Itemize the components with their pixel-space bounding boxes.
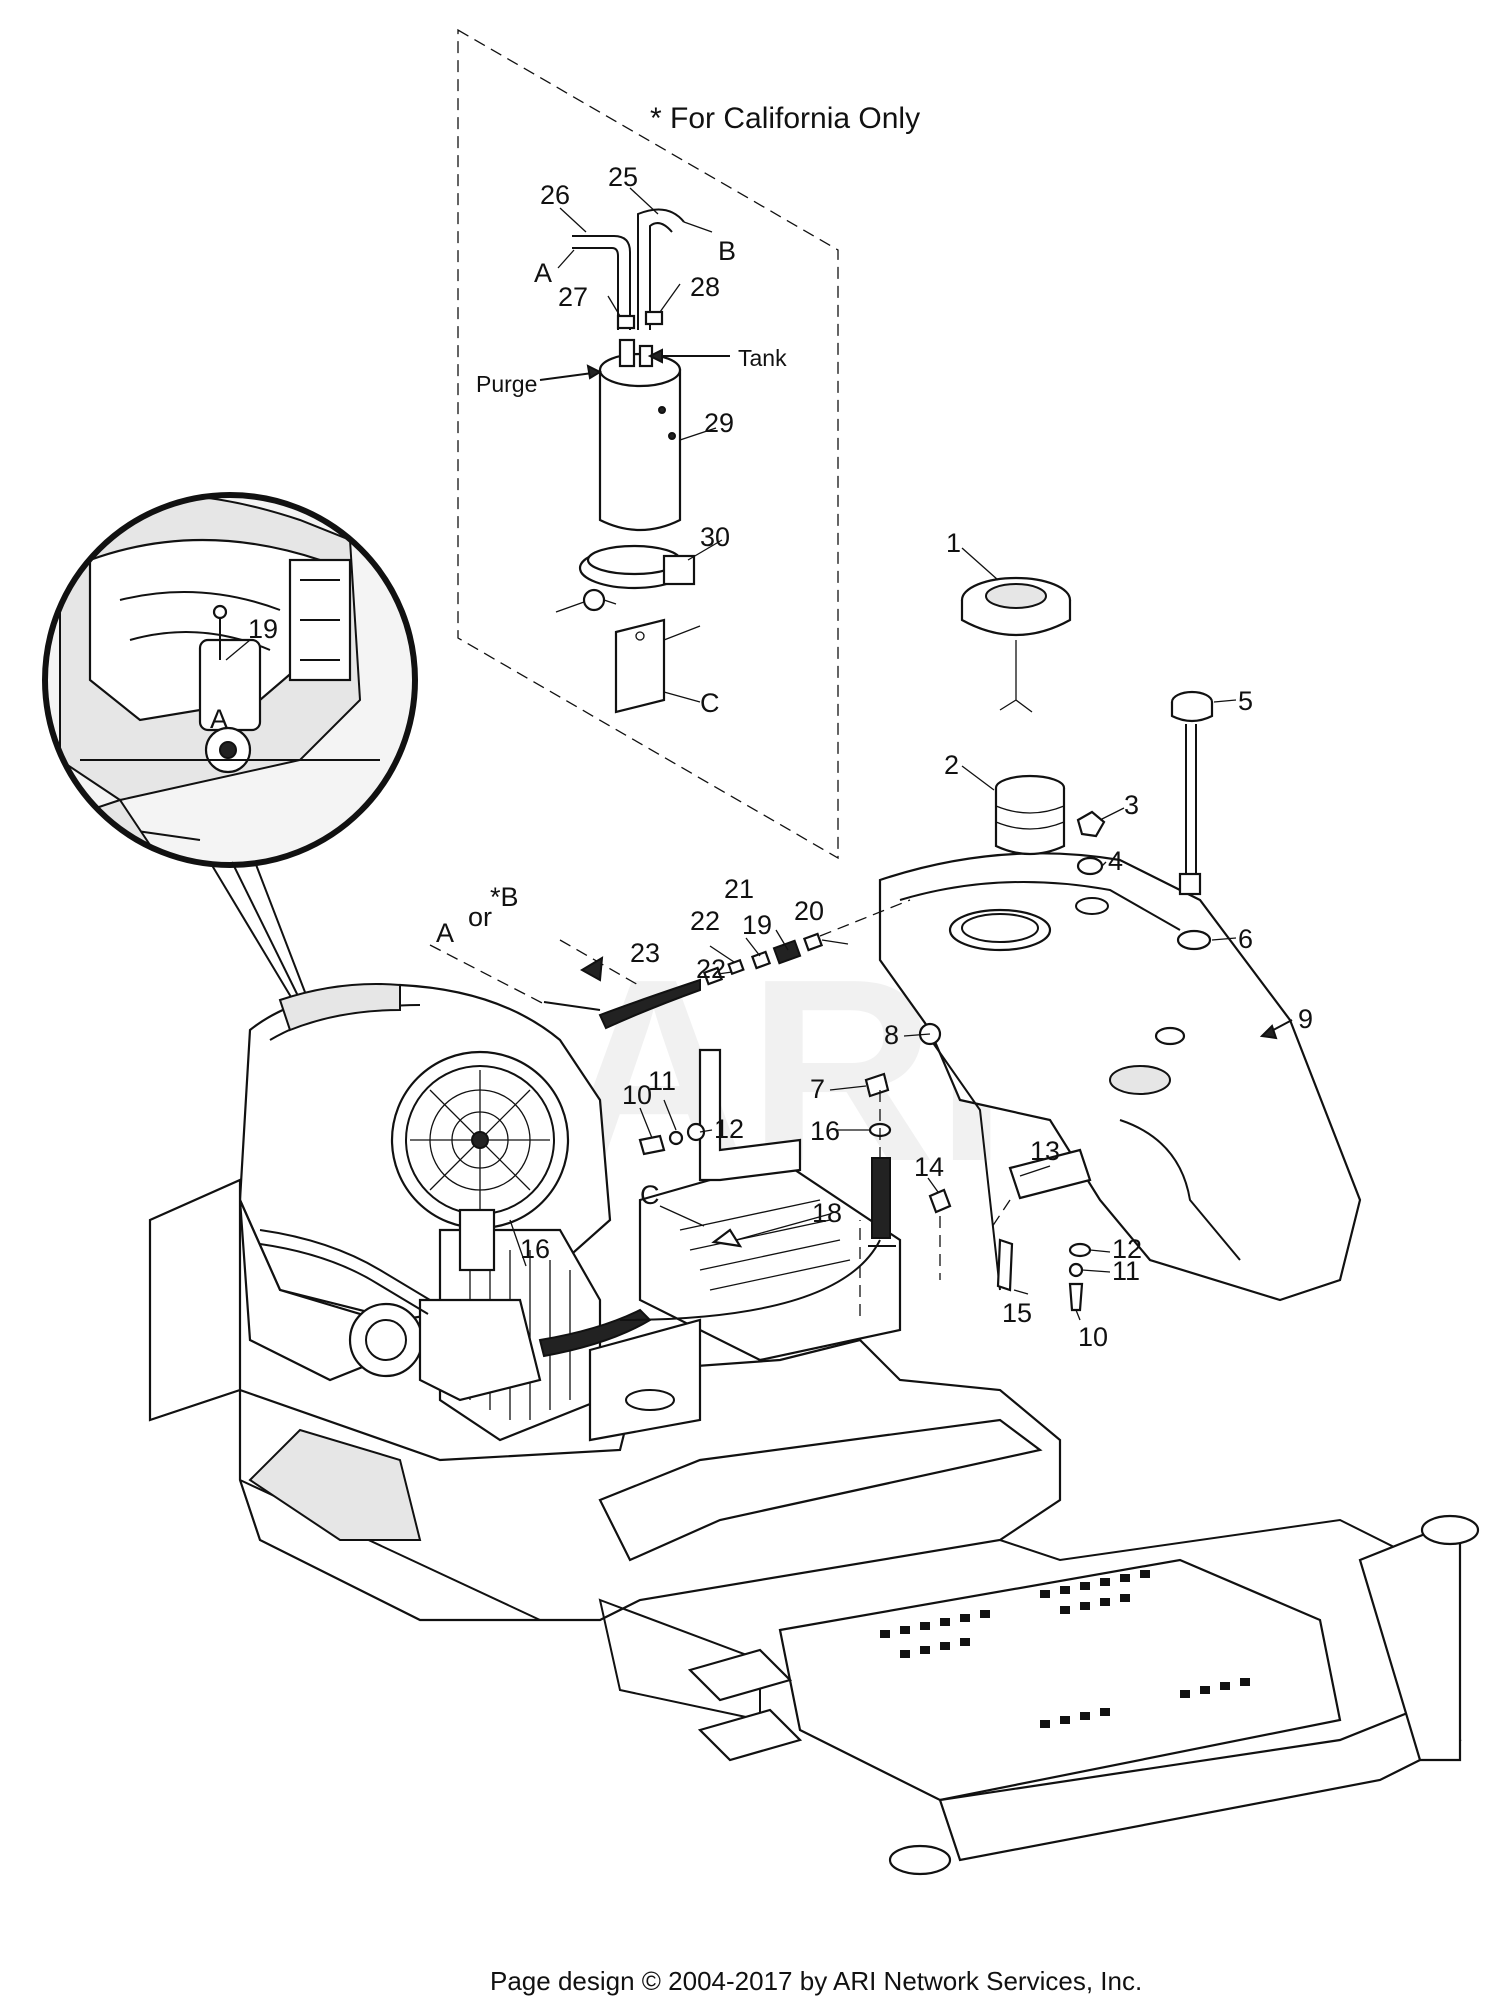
letter-a-inset: A: [534, 258, 552, 288]
filler-neck-2: [994, 774, 1066, 856]
copyright-footer: Page design © 2004-2017 by ARI Network S…: [490, 1966, 1142, 1996]
foot-pedal-right: [697, 1708, 803, 1762]
hose-25: [572, 235, 631, 330]
callout-24: 25: [608, 162, 638, 192]
line-8: [923, 1029, 1001, 1291]
callout-13: 13: [1030, 1136, 1060, 1166]
washer-12-right: [1068, 1242, 1092, 1258]
callout-11-right: 11: [1112, 1256, 1140, 1286]
bracket-29: [614, 618, 666, 714]
callout-1: 1: [946, 528, 961, 558]
callout-5: 5: [1238, 686, 1253, 716]
callout-11-left: 11: [648, 1066, 676, 1096]
letter-b-inset: B: [718, 236, 736, 266]
callout-16-upper: 16: [810, 1116, 840, 1146]
callout-14: 14: [914, 1152, 944, 1182]
letter-a-detail: A: [210, 704, 228, 734]
tank-label: Tank: [738, 345, 787, 371]
callout-4: 4: [1108, 846, 1123, 876]
mounting-bracket: [698, 1048, 802, 1182]
nut-30: [582, 588, 606, 612]
callout-21: 22: [690, 906, 720, 936]
callout-10-left: 10: [622, 1080, 652, 1110]
caster-left: [888, 1844, 952, 1876]
nut-12-left: [686, 1122, 706, 1142]
clamp-26-left: [616, 314, 636, 330]
hose-clamp-28: [578, 544, 696, 590]
callout-10-right: 10: [1078, 1322, 1108, 1352]
hose-24: [649, 222, 673, 330]
callout-3: 3: [1124, 790, 1139, 820]
clamp-19b: [802, 932, 824, 952]
engine-assembly: [238, 983, 652, 1442]
callout-26-right: 28: [690, 272, 720, 302]
callout-20: 21: [724, 874, 754, 904]
grommet-6: [1176, 929, 1212, 951]
callout-22-detail: 19: [248, 614, 278, 644]
callout-26-left: 27: [558, 282, 588, 312]
caster-right: [1420, 1514, 1480, 1546]
mower-chassis: [148, 1048, 1480, 1876]
letter-b-main: *B: [490, 882, 519, 912]
callout-25: 26: [540, 180, 570, 210]
callout-7: 7: [810, 1074, 825, 1104]
callout-28: 30: [700, 522, 730, 552]
inset-title: * For California Only: [650, 102, 920, 135]
foot-pedal-left: [687, 1648, 793, 1702]
callout-6: 6: [1238, 924, 1253, 954]
washer-11-right: [1068, 1262, 1084, 1278]
callout-22-main: 22: [696, 954, 726, 984]
fuel-tank-9: [878, 852, 1362, 1302]
callout-27: 29: [704, 408, 734, 438]
fuel-line-parts: [429, 899, 911, 1030]
fuel-cap-1: [960, 576, 1072, 713]
fuel-hose-16: [871, 1157, 891, 1239]
word-or: or: [468, 902, 492, 932]
letter-c-inset: C: [700, 688, 720, 718]
bolt-15: [996, 1238, 1014, 1292]
fuel-hose-23: [598, 978, 701, 1030]
callout-9: 9: [1298, 1004, 1313, 1034]
fitting-7: [864, 1072, 890, 1098]
callout-16-lower: 16: [520, 1234, 550, 1264]
bolt-18: [711, 1228, 743, 1248]
callout-19-right: 20: [794, 896, 824, 926]
nut-14: [928, 1188, 952, 1214]
letter-c-main: C: [640, 1180, 660, 1210]
letter-a-main: A: [436, 918, 454, 948]
detail-magnifier: 19 A: [42, 492, 418, 1003]
callout-15: 15: [1002, 1298, 1032, 1328]
canister-27: [598, 338, 682, 532]
clamp-26-right: [644, 310, 664, 326]
purge-label: Purge: [476, 371, 537, 397]
washer-11-left: [668, 1130, 684, 1146]
callout-12-left: 12: [714, 1114, 744, 1144]
bracket-13: [1008, 1148, 1092, 1200]
bolt-10-right: [1068, 1282, 1084, 1312]
fitting-21: [727, 958, 745, 976]
california-inset: * For California Only: [457, 28, 920, 860]
oil-filter: [348, 1302, 424, 1378]
fuel-filter-16: [458, 1208, 496, 1272]
callout-19-left: 19: [742, 910, 772, 940]
callout-23: 23: [630, 938, 660, 968]
grommet-4: [1076, 856, 1104, 876]
floor-plate: [778, 1558, 1342, 1802]
callout-12-right: 12: [1112, 1234, 1142, 1264]
vent-3: [1076, 810, 1106, 838]
bolt-10-left: [638, 1134, 666, 1156]
fuel-gauge-5: [1170, 690, 1214, 896]
callout-18: 18: [812, 1198, 842, 1228]
callout-2: 2: [944, 750, 959, 780]
callout-8: 8: [884, 1020, 899, 1050]
